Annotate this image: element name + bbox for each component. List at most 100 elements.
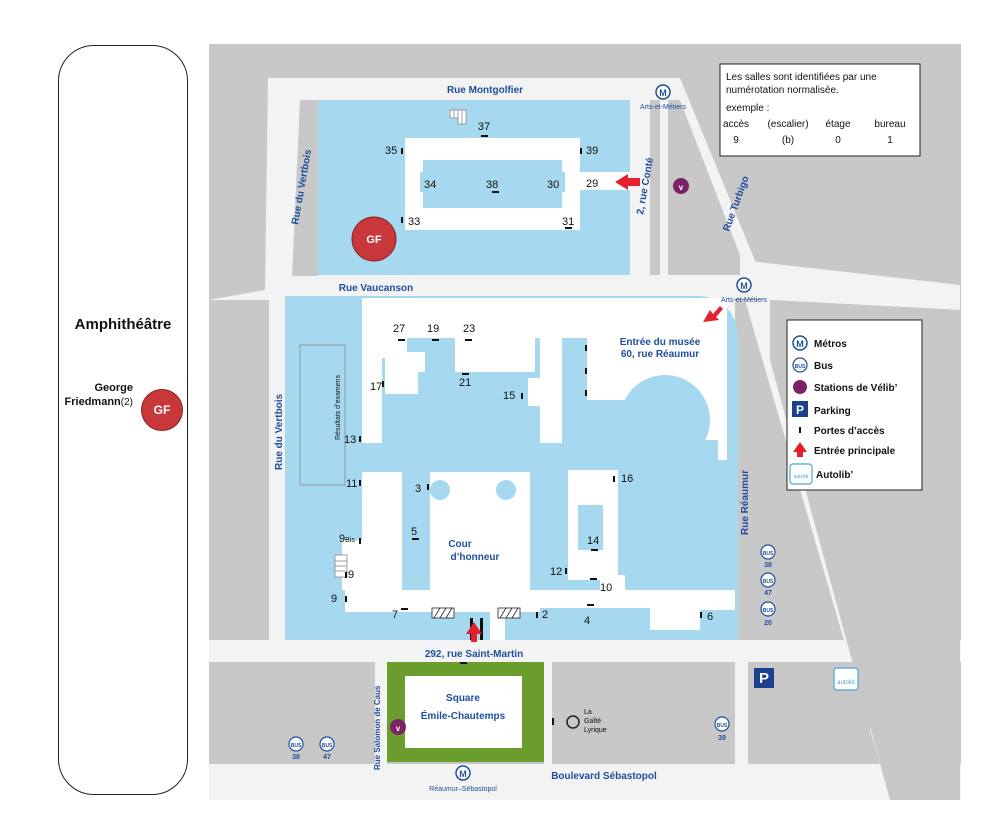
campus-map: GF 37 35 39 34 38 30 29 33 31 27 19 23 1… [209,44,961,800]
info-header-escalier: (escalier) [767,119,808,130]
arrow-conte [615,174,640,190]
gf-badge-map-text: GF [366,234,382,246]
bus-symbol-20: BUS [763,608,774,614]
info-header-etage: étage [825,119,850,130]
gaite-lyrique[interactable]: La Gaîté Lyrique [566,709,607,734]
room-39[interactable]: 39 [586,145,598,157]
legend-bus: Bus [814,361,833,372]
gaite-line1: La [584,709,592,716]
porches [431,607,521,619]
metro-name-2: Arts-et-Métiers [721,297,767,304]
courtyard-tower-left [430,480,450,500]
room-10[interactable]: 10 [600,582,612,594]
museum-entrance-line1: Entrée du musée [620,337,701,348]
main-entrance-arrows [466,174,723,642]
bus-stop-20[interactable]: BUS 20 [760,601,776,627]
room-34[interactable]: 34 [424,179,436,191]
room-17[interactable]: 17 [370,381,382,393]
alley-square [544,660,552,766]
gf-name-line1: George [94,382,133,394]
bus-stop-47-south[interactable]: BUS 47 [319,736,335,761]
bus-line-20: 20 [764,620,772,627]
bus-stop-39[interactable]: BUS 39 [714,716,730,742]
info-line3: exemple : [726,103,769,114]
autolib-icon[interactable]: autolib [833,667,859,691]
cour-line2: d’honneur [451,552,500,563]
room-3[interactable]: 3 [415,483,421,495]
room-38[interactable]: 38 [486,179,498,191]
metro-symbol-3: M [459,769,467,779]
square-line1: Square [446,693,480,704]
info-value-etage: 0 [835,135,841,146]
bus-line-47: 47 [764,590,772,597]
gf-badge-amphi[interactable]: GF [141,389,183,431]
legend-velib-icon [793,380,807,394]
room-6[interactable]: 6 [707,611,713,623]
room-37[interactable]: 37 [478,121,490,133]
room-23[interactable]: 23 [463,323,475,335]
street-vaucanson: Rue Vaucanson [339,283,413,294]
room-19[interactable]: 19 [427,323,439,335]
bus-symbol-38b: BUS [291,743,302,749]
place-labels: Entrée du musée 60, rue Réaumur Cour d’h… [421,337,701,722]
room-29[interactable]: 29 [586,178,598,190]
info-header-bureau: bureau [874,119,905,130]
room-9bis[interactable]: 9Bis [339,533,355,545]
info-box: Les salles sont identifiées par une numé… [719,63,921,157]
svg-text:v: v [396,724,401,733]
bus-stop-38[interactable]: BUS 38 [760,544,776,569]
north-room-blocks [420,172,565,192]
room-16[interactable]: 16 [621,473,633,485]
room-9bis-suffix: Bis [345,537,355,544]
legend-parking-symbol: P [796,403,804,417]
metro-arts-metiers-2[interactable]: M Arts-et-Métiers [721,277,767,304]
room-15[interactable]: 15 [503,390,515,402]
legend-metros: Métros [814,339,847,350]
room-11[interactable]: 11 [346,478,357,490]
room-9bis-number: 9 [339,533,345,545]
metro-reaumur-sebastopol[interactable]: M Réaumur–Sébastopol [429,765,497,793]
legend-door-icon [799,427,801,433]
info-header-acces: accès [723,119,749,130]
room-27[interactable]: 27 [393,323,405,335]
parking-icon[interactable]: P [754,668,774,688]
room-4[interactable]: 4 [584,615,590,627]
room-12[interactable]: 12 [550,566,562,578]
room-2[interactable]: 2 [542,609,548,621]
info-line1: Les salles sont identifiées par une [726,72,877,83]
street-saint-martin [209,640,961,662]
street-conte [630,78,650,275]
room-7[interactable]: 7 [392,609,398,621]
room-33[interactable]: 33 [408,216,420,228]
info-value-escalier: (b) [782,135,794,146]
room-30[interactable]: 30 [547,179,559,191]
bus-stop-38-south[interactable]: BUS 38 [288,736,304,761]
gaite-line3: Lyrique [584,727,607,734]
velib-station-salomon[interactable]: v [390,719,406,735]
room-9-a[interactable]: 9 [348,569,354,581]
resultats-examens-label: Résultats d’examens [335,375,342,440]
street-montgolfier: Rue Montgolfier [447,85,523,96]
street-east [735,660,748,766]
courtyard-tower-right [496,480,516,500]
museum-entrance-line2: 60, rue Réaumur [621,349,699,360]
room-14[interactable]: 14 [587,535,599,547]
room-35[interactable]: 35 [385,145,397,157]
street-reaumur-label: Rue Réaumur [740,470,751,535]
amphitheatre-panel: Amphithéâtre George Friedmann(2) GF [58,45,188,795]
bus-symbol-47: BUS [763,579,774,585]
metro-name-1: Arts-et-Métiers [640,104,686,111]
bus-stop-47[interactable]: BUS 47 [760,572,776,597]
room-31[interactable]: 31 [562,216,574,228]
street-vertbois-north [268,78,300,290]
velib-station-conte[interactable]: v [673,178,689,194]
metro-arts-metiers-1[interactable]: M Arts-et-Métiers [640,84,686,111]
room-21[interactable]: 21 [459,377,471,389]
legend-main-entrance: Entrée principale [814,446,896,457]
legend-doors: Portes d’accès [814,426,885,437]
cour-line1: Cour [448,539,471,550]
gf-badge-map[interactable] [351,216,397,262]
room-13[interactable]: 13 [344,434,356,446]
room-5[interactable]: 5 [411,526,417,538]
room-9-b[interactable]: 9 [331,593,337,605]
